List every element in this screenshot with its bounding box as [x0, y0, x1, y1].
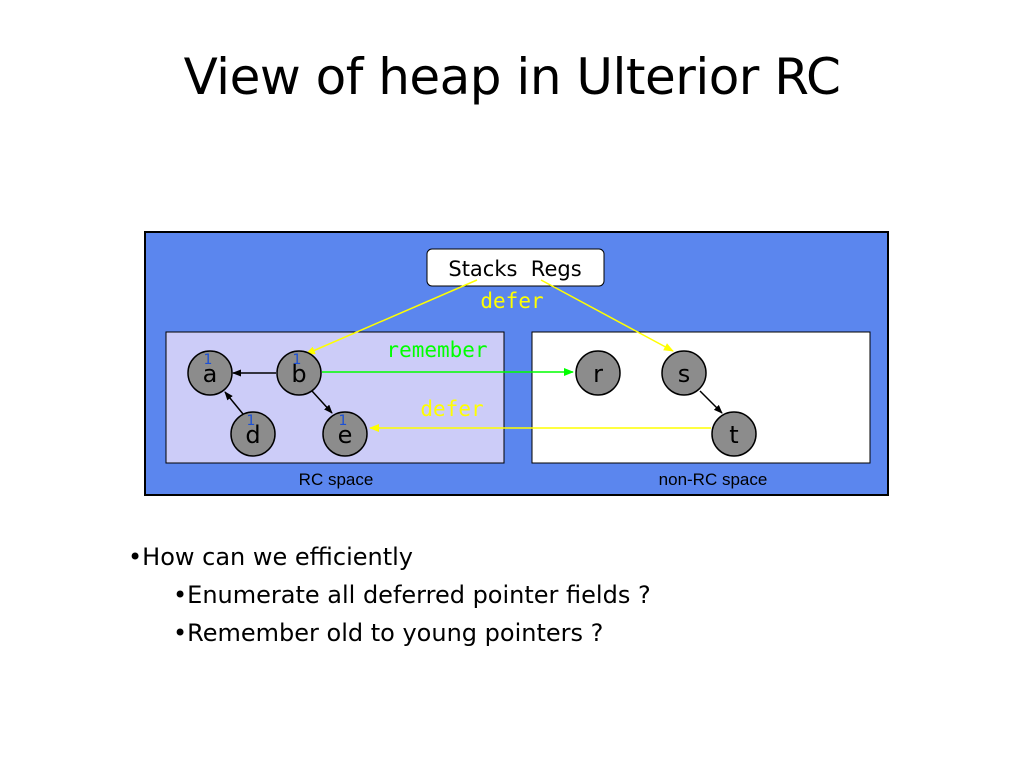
defer-arrow-to-s: [540, 279, 674, 352]
rc-space-label: RC space: [299, 470, 374, 489]
svg-text:s: s: [678, 360, 691, 388]
non-rc-space-region: [531, 331, 871, 464]
node-a: a 1: [187, 350, 233, 396]
node-t: t: [711, 411, 757, 457]
pointer-d-to-a: [224, 391, 244, 415]
roots-box-label: Stacks Regs: [448, 257, 581, 281]
node-r: r: [575, 350, 621, 396]
refcount-d: 1: [247, 413, 256, 429]
refcount-b: 1: [293, 352, 302, 368]
svg-text:r: r: [593, 360, 603, 388]
node-s: s: [661, 350, 707, 396]
svg-text:b: b: [291, 360, 306, 388]
svg-text:e: e: [338, 421, 353, 449]
refcount-a: 1: [204, 352, 213, 368]
bullet-item: •How can we efficiently: [128, 543, 413, 571]
defer-label-top: defer: [480, 289, 543, 313]
pointer-b-to-e: [311, 390, 333, 414]
defer-label-mid: defer: [420, 397, 483, 421]
node-b: b 1: [276, 350, 322, 396]
non-rc-space-label: non-RC space: [659, 470, 768, 489]
node-e: e 1: [322, 411, 368, 457]
remember-label: remember: [386, 338, 487, 362]
svg-text:t: t: [729, 421, 738, 449]
slide-title: View of heap in Ulterior RC: [183, 48, 841, 106]
bullet-item: •Enumerate all deferred pointer fields ?: [173, 581, 651, 609]
roots-box: [426, 248, 605, 287]
bullet-item: •Remember old to young pointers ?: [173, 619, 604, 647]
bullet-list: •How can we efficiently •Enumerate all d…: [128, 538, 651, 652]
node-d: d 1: [230, 411, 276, 457]
svg-text:a: a: [203, 360, 218, 388]
refcount-e: 1: [339, 413, 348, 429]
svg-text:d: d: [245, 421, 260, 449]
pointer-s-to-t: [699, 390, 723, 414]
defer-arrow-to-b: [305, 279, 478, 355]
